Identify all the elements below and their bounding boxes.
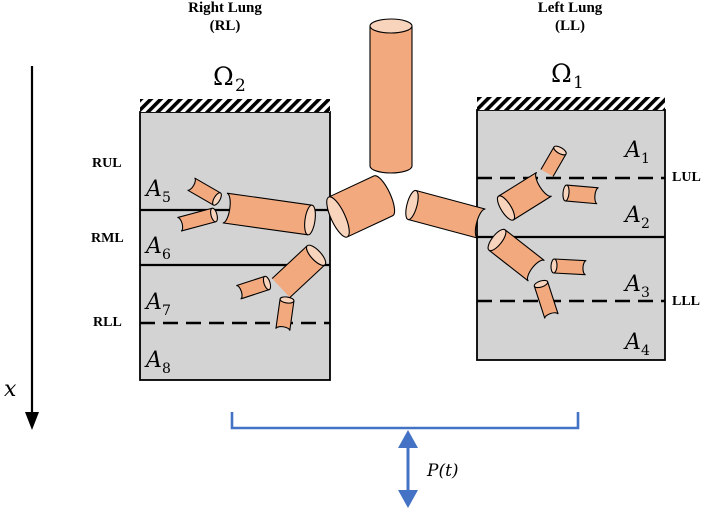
region-a6-label: A 6 xyxy=(144,234,171,263)
airway-lul-1 xyxy=(540,145,567,177)
svg-text:3: 3 xyxy=(641,285,650,301)
right-lung-fixed-boundary xyxy=(140,99,330,112)
region-a5-label: A 5 xyxy=(144,177,171,206)
svg-text:A: A xyxy=(623,330,641,355)
left-lung-header: Left Lung (LL) xyxy=(505,0,635,35)
svg-text:Ω: Ω xyxy=(551,59,572,88)
segment-lll-label: LLL xyxy=(672,294,701,309)
svg-text:A: A xyxy=(144,177,162,202)
airway-rll-1 xyxy=(236,275,272,300)
svg-text:2: 2 xyxy=(641,216,650,232)
left-upper-bronchus xyxy=(496,171,552,221)
svg-text:1: 1 xyxy=(573,73,584,93)
segment-rml-label: RML xyxy=(91,231,124,246)
right-upper-bronchus xyxy=(222,192,316,236)
airway-tree xyxy=(177,18,599,331)
left-lung-abbrev: (LL) xyxy=(555,18,585,34)
omega-1-label: Ω 1 xyxy=(551,59,584,93)
airway-rul-1 xyxy=(187,177,222,206)
trachea xyxy=(369,18,413,174)
right-lung-abbrev: (RL) xyxy=(209,18,241,34)
region-a3-label: A 3 xyxy=(623,272,650,301)
segment-rul-label: RUL xyxy=(92,156,122,171)
right-lung-title: Right Lung xyxy=(188,0,262,16)
right-lung-header: Right Lung (RL) xyxy=(160,0,290,35)
omega-2-label: Ω 2 xyxy=(213,62,246,96)
svg-text:A: A xyxy=(144,348,162,373)
region-a7-label: A 7 xyxy=(144,290,171,319)
left-lower-bronchus xyxy=(487,228,545,282)
pressure-label: P(t) xyxy=(426,461,459,481)
svg-text:A: A xyxy=(623,203,641,228)
right-main-bronchus xyxy=(326,175,396,238)
airway-lul-2 xyxy=(562,184,599,205)
region-a8-label: A 8 xyxy=(144,348,171,377)
svg-text:Ω: Ω xyxy=(213,62,234,91)
svg-text:6: 6 xyxy=(162,247,171,263)
region-a4-label: A 4 xyxy=(623,330,650,359)
svg-text:A: A xyxy=(144,234,162,259)
x-axis-label: x xyxy=(4,377,17,402)
svg-text:A: A xyxy=(623,272,641,297)
segment-lul-label: LUL xyxy=(672,170,701,185)
svg-text:7: 7 xyxy=(162,303,171,319)
airway-lll-2 xyxy=(533,279,559,319)
left-main-bronchus xyxy=(405,189,486,239)
airway-rll-2 xyxy=(275,296,295,331)
svg-text:4: 4 xyxy=(641,343,650,359)
left-lung-title: Left Lung xyxy=(537,0,603,16)
region-a1-label: A 1 xyxy=(623,138,650,167)
right-lower-bronchus xyxy=(271,244,327,298)
airway-rml-1 xyxy=(177,207,218,232)
x-axis-arrow xyxy=(25,66,39,430)
svg-text:5: 5 xyxy=(162,190,171,206)
region-a2-label: A 2 xyxy=(623,203,650,232)
pressure-bracket xyxy=(230,412,580,430)
left-lung-fixed-boundary xyxy=(477,97,665,110)
left-lung-box xyxy=(476,97,666,361)
svg-text:2: 2 xyxy=(235,76,246,96)
svg-text:1: 1 xyxy=(641,151,650,167)
right-lung-box xyxy=(139,99,331,381)
svg-text:A: A xyxy=(623,138,641,163)
airway-lll-1 xyxy=(550,258,587,276)
svg-text:8: 8 xyxy=(162,361,171,377)
segment-rll-label: RLL xyxy=(93,315,122,330)
pressure-arrow xyxy=(398,430,418,508)
svg-text:A: A xyxy=(144,290,162,315)
